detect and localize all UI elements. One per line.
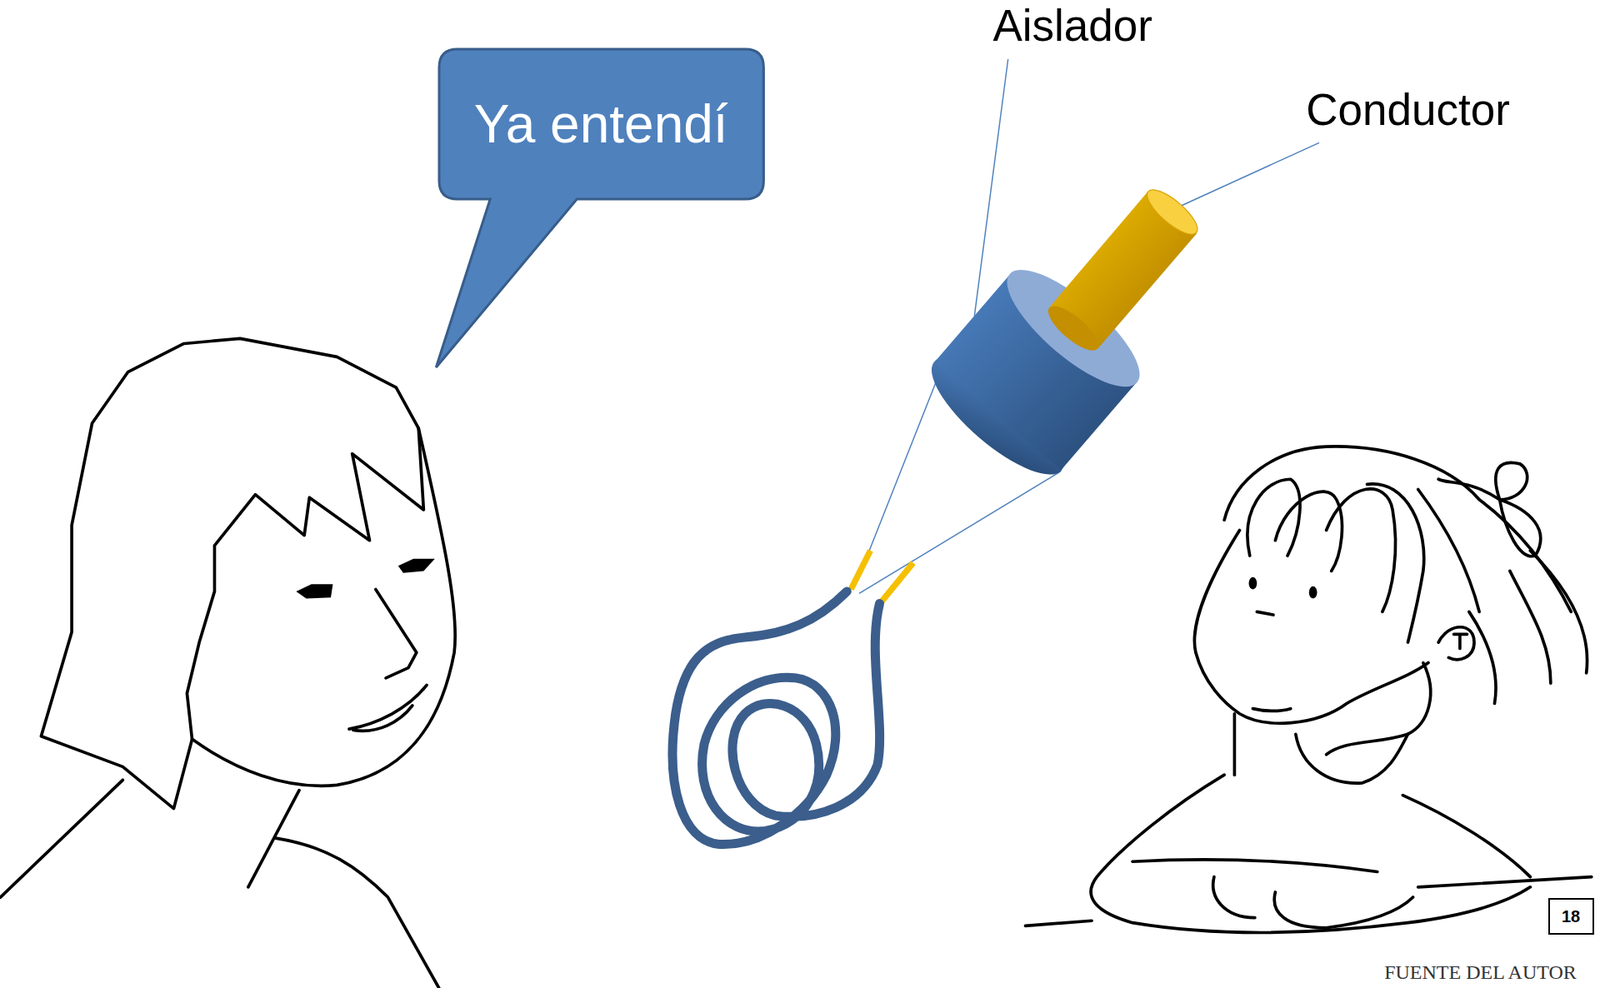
drawing-part (859, 470, 1061, 594)
drawing-part (1090, 775, 1530, 933)
drawing-part (867, 380, 937, 557)
drawing-part (1233, 714, 1237, 775)
drawing-part (398, 559, 435, 574)
drawing-part (1438, 479, 1500, 500)
drawing-part (1025, 446, 1591, 933)
drawing-part (375, 589, 417, 678)
drawing-part (1025, 920, 1092, 926)
drawing-part (850, 550, 870, 590)
drawing-part (974, 59, 1008, 316)
drawing-part (881, 563, 914, 603)
part-label: Conductor (1305, 87, 1510, 132)
drawing-part (40, 338, 424, 809)
source-note: FUENTE DEL AUTOR (1384, 962, 1577, 983)
drawing-part (1402, 795, 1530, 878)
part-label: Aislador (992, 3, 1152, 48)
drawing-part (1530, 550, 1587, 674)
drawing-part (295, 584, 333, 599)
bubble-shape (435, 49, 764, 368)
drawing-part (1367, 484, 1425, 643)
page-number: 18 (1561, 908, 1580, 925)
drawing-part (1454, 634, 1468, 649)
page-number-box: 18 (1548, 898, 1595, 935)
speech-text: Ya entendí (474, 97, 729, 151)
drawing-part (1140, 183, 1204, 242)
drawing-part (1041, 299, 1105, 358)
drawing-part (672, 591, 880, 845)
drawing-part (859, 59, 1320, 594)
drawing-part (1500, 500, 1541, 557)
drawing-part (1194, 530, 1429, 724)
drawing-part (850, 550, 914, 602)
drawing-part (353, 705, 413, 731)
drawing-part (1438, 627, 1475, 660)
drawing-part (1495, 462, 1528, 500)
drawing-part (1295, 734, 1409, 784)
drawing-part (1256, 611, 1274, 615)
drawing-part (1247, 479, 1300, 556)
drawing-part (1309, 586, 1318, 600)
drawing-part (1326, 663, 1431, 755)
drawing-part (248, 790, 300, 888)
drawing-part (275, 838, 440, 988)
speech-bubble: Ya entendí (439, 49, 764, 200)
drawing-part (1213, 877, 1255, 919)
drawing-part (1132, 860, 1378, 873)
drawing-part (1249, 577, 1258, 590)
drawing-part (1418, 489, 1480, 612)
drawing-part (0, 338, 455, 988)
drawing-part (0, 780, 123, 898)
drawing-part (1178, 142, 1320, 207)
drawing-part (1418, 877, 1592, 888)
drawing-part (1326, 489, 1396, 612)
drawing-part (1275, 491, 1342, 571)
drawing-part (1252, 709, 1290, 712)
drawing-part (192, 428, 456, 786)
drawing-part (1510, 570, 1551, 684)
drawing-part (1274, 892, 1413, 929)
drawing-part (1469, 611, 1496, 704)
drawing-part (349, 685, 427, 730)
